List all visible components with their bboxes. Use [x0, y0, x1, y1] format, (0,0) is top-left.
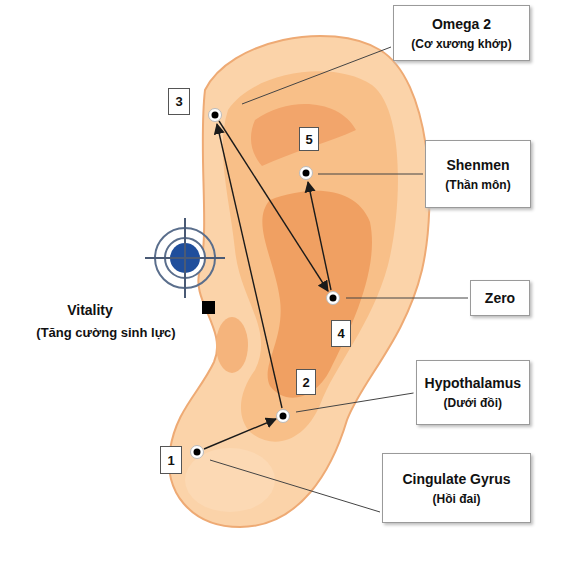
callout-number-box: 3 — [168, 88, 190, 115]
point-translation: (Dưới đồi) — [443, 394, 502, 412]
point-label-box: Shenmen(Thần môn) — [425, 140, 531, 208]
leader-line — [242, 47, 391, 104]
acupoint — [327, 292, 340, 305]
point-name: Shenmen — [446, 155, 509, 176]
leader-line — [318, 174, 423, 175]
leader-line — [210, 460, 380, 512]
black-square — [202, 301, 215, 314]
point-label-box: Zero — [470, 280, 530, 316]
sequence-arrow — [217, 124, 282, 408]
acupoint — [277, 410, 290, 423]
point-name: Cingulate Gyrus — [402, 469, 510, 490]
sequence-arrow — [219, 121, 328, 291]
target-symbol — [145, 218, 225, 298]
callout-number-box: 4 — [331, 320, 351, 347]
leader-line — [296, 393, 414, 412]
sequence-arrow — [308, 182, 331, 290]
point-translation: (Hồi đai) — [433, 490, 481, 508]
point-translation: (Thần môn) — [445, 176, 510, 194]
point-name: Omega 2 — [432, 14, 491, 35]
point-name: Vitality — [67, 302, 113, 318]
callout-number-box: 5 — [299, 127, 319, 151]
sequence-arrow — [204, 419, 276, 449]
ear-fossa — [251, 104, 356, 166]
callout-number: 1 — [167, 453, 174, 468]
callout-number: 3 — [175, 94, 182, 109]
point-name: Zero — [485, 288, 515, 309]
point-label-box: Omega 2(Cơ xương khớp) — [393, 5, 530, 61]
acupoint — [209, 109, 222, 122]
callout-number: 4 — [337, 326, 344, 341]
callout-number-box: 1 — [160, 446, 182, 474]
callout-number: 5 — [305, 132, 312, 147]
ear-tragus — [216, 317, 248, 373]
callout-number: 2 — [302, 375, 309, 390]
callout-number-box: 2 — [296, 369, 316, 395]
acupoint — [191, 446, 204, 459]
point-label-box: Cingulate Gyrus(Hồi đai) — [382, 453, 531, 523]
point-label-box: Hypothalamus(Dưới đồi) — [416, 360, 530, 425]
point-name: Hypothalamus — [425, 373, 521, 394]
leader-line — [346, 298, 468, 299]
ear-antihelix — [223, 71, 398, 441]
point-translation: (Tăng cường sinh lực) — [36, 325, 175, 340]
acupoint — [300, 167, 313, 180]
point-translation: (Cơ xương khớp) — [411, 35, 511, 53]
